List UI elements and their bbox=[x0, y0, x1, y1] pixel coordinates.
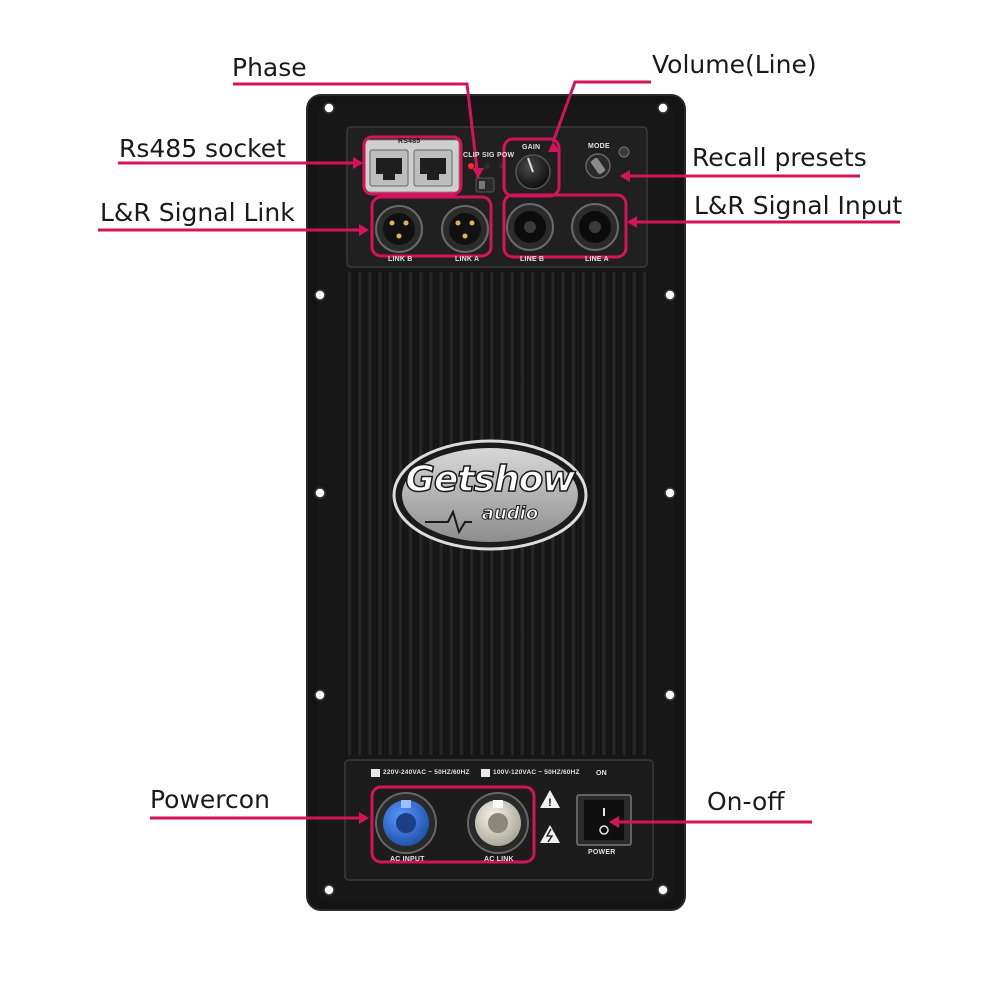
warning-icon: ! bbox=[540, 790, 560, 809]
link-b-label: LINK B bbox=[388, 256, 413, 263]
heatsink-fin bbox=[346, 272, 354, 755]
heatsink-fin bbox=[386, 272, 394, 755]
logo-main-text: Getshow bbox=[405, 459, 577, 500]
on-label: ON bbox=[596, 770, 607, 777]
brand-logo bbox=[392, 439, 588, 551]
panel-screw bbox=[618, 146, 630, 158]
rs485-highlight bbox=[362, 135, 463, 196]
heatsink-fin bbox=[366, 272, 374, 755]
recall-callout: Recall presets bbox=[692, 143, 867, 172]
powercon-highlight bbox=[370, 785, 536, 864]
callout-arrowheads bbox=[353, 142, 637, 828]
clip-label: CLIP bbox=[463, 152, 480, 159]
rs485-label: RS485 bbox=[398, 138, 421, 145]
callout-lines bbox=[98, 80, 900, 824]
voltage-label-2: 100V-120VAC ~ 50HZ/60HZ bbox=[493, 769, 580, 776]
heatsink-fin bbox=[579, 272, 587, 755]
volume-callout: Volume(Line) bbox=[652, 50, 817, 79]
heatsink-fin bbox=[640, 272, 648, 755]
xlr-link-b[interactable] bbox=[375, 205, 423, 253]
gain-label: GAIN bbox=[522, 144, 541, 151]
powercon-ac-input[interactable] bbox=[375, 792, 437, 854]
heatsink-fin bbox=[376, 272, 384, 755]
volume-highlight bbox=[502, 137, 561, 198]
phase-callout: Phase bbox=[232, 53, 307, 82]
heatsink-fin bbox=[620, 272, 628, 755]
xlr-link-a[interactable] bbox=[441, 205, 489, 253]
heatsink-fin bbox=[610, 272, 618, 755]
link-a-label: LINK A bbox=[455, 256, 480, 263]
mounting-holes bbox=[314, 102, 676, 896]
sig-led bbox=[484, 163, 490, 169]
heatsink-fin bbox=[356, 272, 364, 755]
power-switch[interactable] bbox=[576, 794, 632, 846]
heatsink-fin bbox=[590, 272, 598, 755]
powercon-callout: Powercon bbox=[150, 785, 270, 814]
callout-boxes bbox=[362, 135, 628, 864]
line-b-label: LINE B bbox=[520, 256, 545, 263]
line-input-connectors bbox=[506, 203, 619, 251]
power-label: POWER bbox=[588, 849, 616, 856]
combo-line-a[interactable] bbox=[571, 203, 619, 251]
ac-link-label: AC LINK bbox=[484, 856, 514, 863]
ac-input-label: AC INPUT bbox=[390, 856, 425, 863]
powercon-ac-link[interactable] bbox=[467, 792, 529, 854]
gain-knob[interactable] bbox=[515, 154, 551, 190]
heatsink-fin bbox=[600, 272, 608, 755]
clip-led bbox=[468, 163, 474, 169]
input-highlight bbox=[502, 193, 628, 259]
onoff-callout: On-off bbox=[707, 787, 785, 816]
mode-label: MODE bbox=[588, 143, 610, 150]
rs485-callout: Rs485 socket bbox=[119, 134, 286, 163]
svg-text:!: ! bbox=[548, 797, 552, 809]
link-connectors bbox=[375, 205, 489, 253]
voltage-label-1: 220V-240VAC ~ 50HZ/60HZ bbox=[383, 769, 470, 776]
mode-selector[interactable] bbox=[585, 153, 611, 179]
pow-label: POW bbox=[497, 152, 515, 159]
combo-line-b[interactable] bbox=[506, 203, 554, 251]
line-a-label: LINE A bbox=[585, 256, 609, 263]
logo-sub-text: audio bbox=[481, 503, 539, 524]
rs485-sockets bbox=[364, 139, 460, 193]
link-highlight bbox=[370, 195, 493, 258]
sig-label: SIG bbox=[482, 152, 495, 159]
status-leds bbox=[468, 163, 505, 169]
link-callout: L&R Signal Link bbox=[100, 198, 295, 227]
input-callout: L&R Signal Input bbox=[694, 191, 903, 220]
shock-warning-icon bbox=[540, 825, 560, 843]
heatsink-fin bbox=[630, 272, 638, 755]
